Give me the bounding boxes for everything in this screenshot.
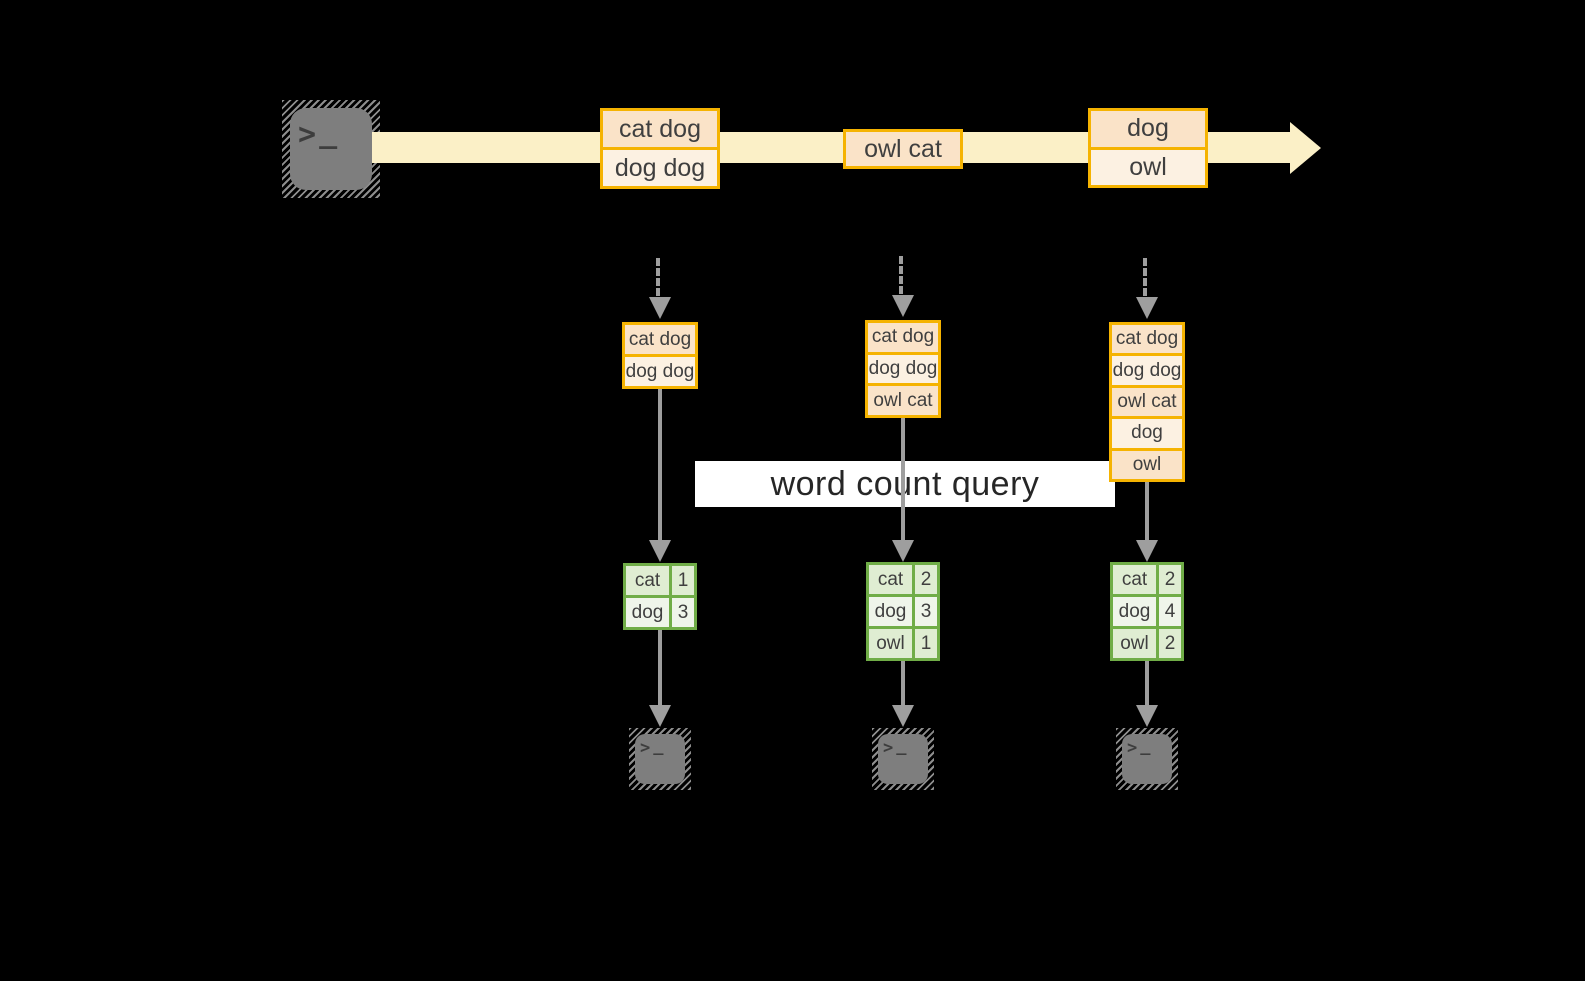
prompt-cursor: _ [319,115,338,150]
terminal-prompt-icon: >_ [298,117,337,152]
word-cell: dog [626,598,669,627]
query-label: word count query [770,464,1040,503]
word-cell: owl [1113,629,1156,658]
arrow-down-icon [1136,540,1158,562]
terminal-icon: >_ [872,728,934,790]
connector-line [901,417,905,540]
terminal-screen [1122,734,1172,784]
record-cell: cat dog [1112,325,1182,354]
terminal-screen [635,734,685,784]
connector-line [1145,481,1149,540]
terminal-screen [878,734,928,784]
dashed-connector [1143,258,1147,296]
terminal-prompt-icon: >_ [883,738,907,758]
word-cell: cat [626,566,669,595]
prompt-chevron: > [1127,738,1138,758]
table-row: cat 2 [869,565,937,594]
arrow-down-icon [892,540,914,562]
prompt-chevron: > [298,117,317,152]
terminal-prompt-icon: >_ [640,738,664,758]
dashed-connector [899,256,903,294]
stream-event-cell: cat dog [603,111,717,147]
stream-event-1: cat dog dog dog [600,108,720,189]
count-table-2: cat 2 dog 3 owl 1 [866,562,940,661]
table-row: dog 4 [1113,597,1181,626]
record-cell: dog dog [625,357,695,386]
arrow-down-icon [649,705,671,727]
stream-arrow-head [1290,122,1321,174]
stream-event-2: owl cat [843,129,963,169]
terminal-icon: >_ [1116,728,1178,790]
connector-line [658,388,662,540]
prompt-chevron: > [640,738,651,758]
prompt-cursor: _ [653,736,664,756]
prompt-cursor: _ [1140,736,1151,756]
arrow-down-icon [1136,297,1158,319]
record-cell: owl cat [1112,387,1182,417]
count-cell: 4 [1159,597,1181,626]
table-row: cat 1 [626,566,694,595]
table-row: dog 3 [869,597,937,626]
record-stack-3: cat dog dog dog owl cat dog owl [1109,322,1185,482]
record-cell: dog dog [1112,356,1182,385]
word-cell: cat [869,565,912,594]
connector-line [901,661,905,706]
stream-event-cell: owl cat [846,132,960,166]
table-row: cat 2 [1113,565,1181,594]
arrow-down-icon [1136,705,1158,727]
stream-event-cell: dog dog [603,150,717,186]
prompt-cursor: _ [896,736,907,756]
stream-event-cell: dog [1091,111,1205,147]
word-cell: dog [869,597,912,626]
count-table-1: cat 1 dog 3 [623,563,697,630]
count-cell: 3 [672,598,694,627]
prompt-chevron: > [883,738,894,758]
terminal-icon: >_ [282,100,380,198]
count-cell: 1 [672,566,694,595]
word-cell: cat [1113,565,1156,594]
table-row: owl 1 [869,629,937,658]
count-cell: 2 [1159,565,1181,594]
count-cell: 1 [915,629,937,658]
record-stack-2: cat dog dog dog owl cat [865,320,941,418]
word-cell: owl [869,629,912,658]
terminal-screen [290,108,372,190]
count-cell: 3 [915,597,937,626]
table-row: dog 3 [626,598,694,627]
connector-line [1145,661,1149,706]
count-cell: 2 [915,565,937,594]
arrow-down-icon [892,705,914,727]
record-cell: dog dog [868,354,938,384]
record-cell: cat dog [625,325,695,354]
record-cell: owl [1112,450,1182,479]
record-cell: dog [1112,419,1182,448]
count-cell: 2 [1159,629,1181,658]
word-cell: dog [1113,597,1156,626]
dashed-connector [656,258,660,296]
query-label-band: word count query [695,461,1115,507]
stream-event-3: dog owl [1088,108,1208,188]
record-cell: owl cat [868,386,938,415]
arrow-down-icon [649,297,671,319]
terminal-prompt-icon: >_ [1127,738,1151,758]
count-table-3: cat 2 dog 4 owl 2 [1110,562,1184,661]
stream-event-cell: owl [1091,149,1205,185]
table-row: owl 2 [1113,629,1181,658]
arrow-down-icon [892,295,914,317]
arrow-down-icon [649,540,671,562]
record-stack-1: cat dog dog dog [622,322,698,389]
terminal-icon: >_ [629,728,691,790]
record-cell: cat dog [868,323,938,352]
connector-line [658,630,662,706]
